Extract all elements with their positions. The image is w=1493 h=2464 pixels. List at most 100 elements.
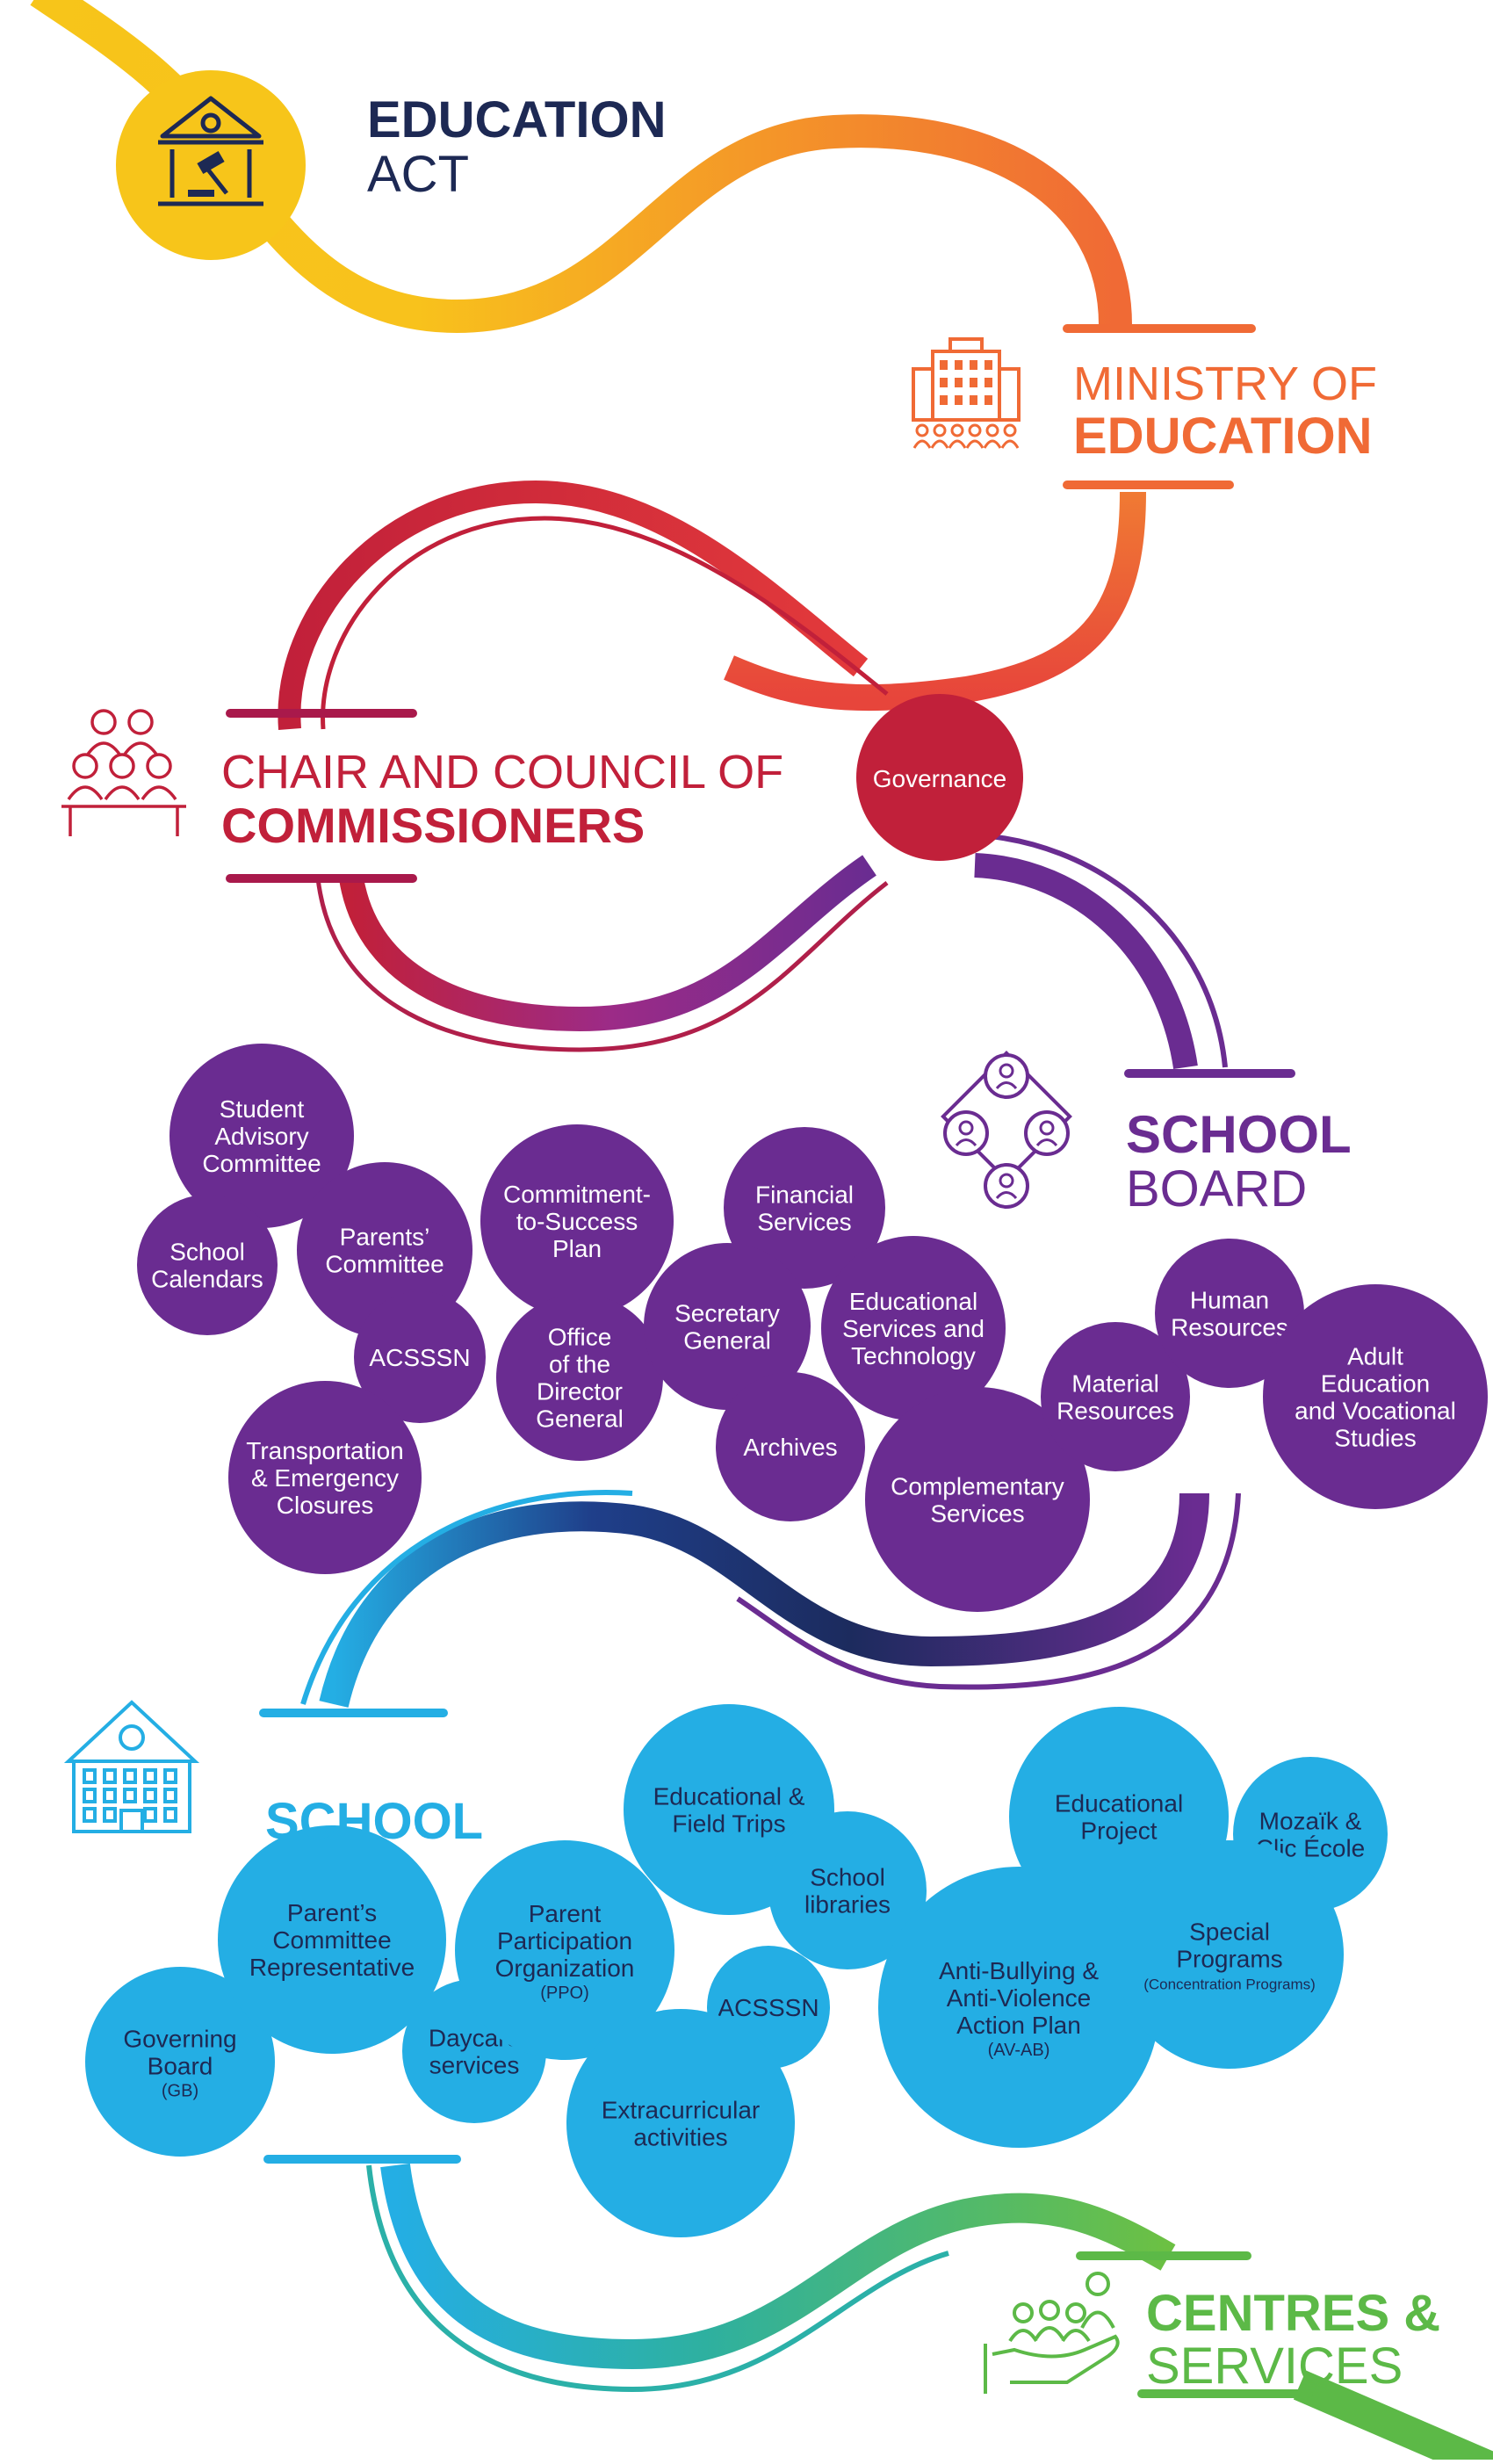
school-unit-label: Parent’s xyxy=(287,1899,377,1926)
network-people-icon xyxy=(941,1051,1072,1209)
school-unit-label: Educational xyxy=(1055,1790,1183,1817)
school-unit-bubble xyxy=(768,1811,927,1969)
hand-holding-people-icon xyxy=(984,2272,1120,2394)
board-unit-label: Services and xyxy=(842,1315,985,1342)
government-building-icon xyxy=(912,337,1021,449)
governance-label: Governance xyxy=(872,765,1007,792)
ministry-title-line1: MINISTRY OF xyxy=(1073,358,1378,410)
board-unit-label: Commitment- xyxy=(503,1181,651,1208)
school-unit-label: libraries xyxy=(804,1891,891,1918)
ribbon-purple-thin xyxy=(965,832,1228,1068)
board-unit-label: Financial xyxy=(755,1181,854,1209)
council-title-line2: COMMISSIONERS xyxy=(221,798,646,853)
school-unit-label: services xyxy=(429,2052,520,2079)
ribbon-red-lower-thin xyxy=(315,878,889,1052)
board-unit-bubble xyxy=(716,1372,865,1521)
board-unit-label: Studies xyxy=(1334,1425,1416,1452)
board-unit-bubble xyxy=(1155,1239,1304,1388)
ribbon-paths xyxy=(30,0,1493,2464)
school-title: SCHOOL xyxy=(265,1793,484,1850)
school-unit-label: Mozaïk & xyxy=(1259,1808,1362,1835)
ribbon-green-exit xyxy=(1293,2370,1493,2464)
school-unit-note: (PPO) xyxy=(540,1983,589,2003)
board-unit-bubble xyxy=(169,1044,354,1228)
board-unit-bubble xyxy=(228,1381,422,1574)
board-unit-label: Education xyxy=(1321,1370,1431,1398)
school-unit-label: Programs xyxy=(1176,1946,1282,1973)
board-unit-bubble xyxy=(724,1127,885,1289)
board-unit-bubble xyxy=(644,1243,811,1410)
school-unit-bubble xyxy=(455,1840,674,2060)
board-unit-label: Transportation xyxy=(246,1437,404,1464)
board-unit-label: Student xyxy=(220,1095,305,1123)
board-unit-label: General xyxy=(536,1405,624,1433)
school-board-title-line1: SCHOOL xyxy=(1126,1105,1352,1164)
school-unit-bubble xyxy=(566,2009,795,2237)
ribbon-green xyxy=(380,2163,1176,2370)
board-unit-label: Committee xyxy=(325,1251,444,1278)
board-unit-label: Resources xyxy=(1057,1398,1174,1425)
courthouse-gavel-icon xyxy=(116,70,306,260)
school-unit-label: Governing xyxy=(123,2026,236,2053)
ministry-title-line2: EDUCATION xyxy=(1073,408,1373,465)
board-unit-bubble xyxy=(354,1291,486,1423)
board-unit-bubble xyxy=(821,1236,1006,1420)
board-unit-label: ACSSSN xyxy=(369,1344,470,1371)
ribbon-blue-thin xyxy=(300,1490,633,1705)
governance-node xyxy=(856,694,1023,861)
school-unit-label: Extracurricular xyxy=(602,2097,760,2124)
centres-title-line1: CENTRES & xyxy=(1146,2285,1441,2342)
school-unit-label: Educational & xyxy=(653,1783,805,1810)
board-unit-label: School xyxy=(169,1239,245,1266)
board-unit-label: Advisory xyxy=(214,1123,308,1150)
school-unit-label: Special xyxy=(1189,1918,1270,1946)
board-unit-label: Services xyxy=(930,1500,1024,1528)
school-unit-label: Representative xyxy=(249,1954,415,1981)
school-unit-bubble xyxy=(1115,1840,1344,2069)
board-unit-label: Archives xyxy=(743,1434,837,1461)
board-unit-label: Educational xyxy=(849,1288,977,1315)
board-unit-label: Director xyxy=(537,1378,623,1405)
school-unit-label: Parent xyxy=(529,1900,602,1927)
ribbon-green-thin xyxy=(366,2164,949,2393)
school-unit-note: (GB) xyxy=(162,2082,198,2101)
board-unit-bubble xyxy=(480,1124,674,1318)
board-unit-bubble xyxy=(1263,1284,1488,1509)
board-unit-label: Resources xyxy=(1171,1314,1288,1341)
people-meeting-icon xyxy=(61,709,186,836)
board-unit-label: Adult xyxy=(1347,1343,1403,1370)
board-unit-label: & Emergency xyxy=(251,1464,399,1492)
board-unit-bubble xyxy=(137,1195,278,1335)
board-unit-label: of the xyxy=(549,1351,610,1378)
board-unit-label: Services xyxy=(757,1209,851,1236)
ribbon-red-thin xyxy=(321,516,889,730)
ribbon-navy-thin xyxy=(736,1492,1241,1690)
school-unit-label: Anti-Bullying & xyxy=(939,1957,1099,1984)
board-unit-label: Material xyxy=(1071,1370,1159,1398)
school-unit-label: Organization xyxy=(495,1955,635,1982)
school-unit-label: School xyxy=(810,1864,885,1891)
board-unit-label: Closures xyxy=(277,1492,373,1519)
unit-bubbles: StudentAdvisoryCommitteeSchoolCalendarsP… xyxy=(85,1044,1488,2237)
school-board-title-line2: BOARD xyxy=(1126,1160,1308,1218)
board-unit-label: Office xyxy=(548,1324,612,1351)
school-unit-label: Field Trips xyxy=(672,1810,785,1838)
board-unit-bubble xyxy=(496,1294,663,1461)
school-unit-label: Board xyxy=(148,2053,213,2080)
ribbon-red-lower xyxy=(339,855,876,1032)
board-unit-label: Technology xyxy=(851,1342,976,1369)
school-unit-label: Action Plan xyxy=(956,2012,1081,2039)
school-unit-label: ACSSSN xyxy=(718,1994,819,2021)
ribbon-red-outer xyxy=(278,480,869,730)
board-unit-label: Parents’ xyxy=(340,1224,430,1251)
school-unit-bubble xyxy=(85,1967,275,2157)
school-unit-label: Committee xyxy=(272,1926,391,1954)
school-building-icon xyxy=(63,1700,200,1833)
school-unit-label: activities xyxy=(633,2124,727,2151)
school-unit-label: Participation xyxy=(497,1927,632,1955)
ribbon-orange xyxy=(724,491,1146,712)
board-unit-label: Plan xyxy=(552,1235,602,1262)
board-unit-label: Human xyxy=(1190,1287,1269,1314)
